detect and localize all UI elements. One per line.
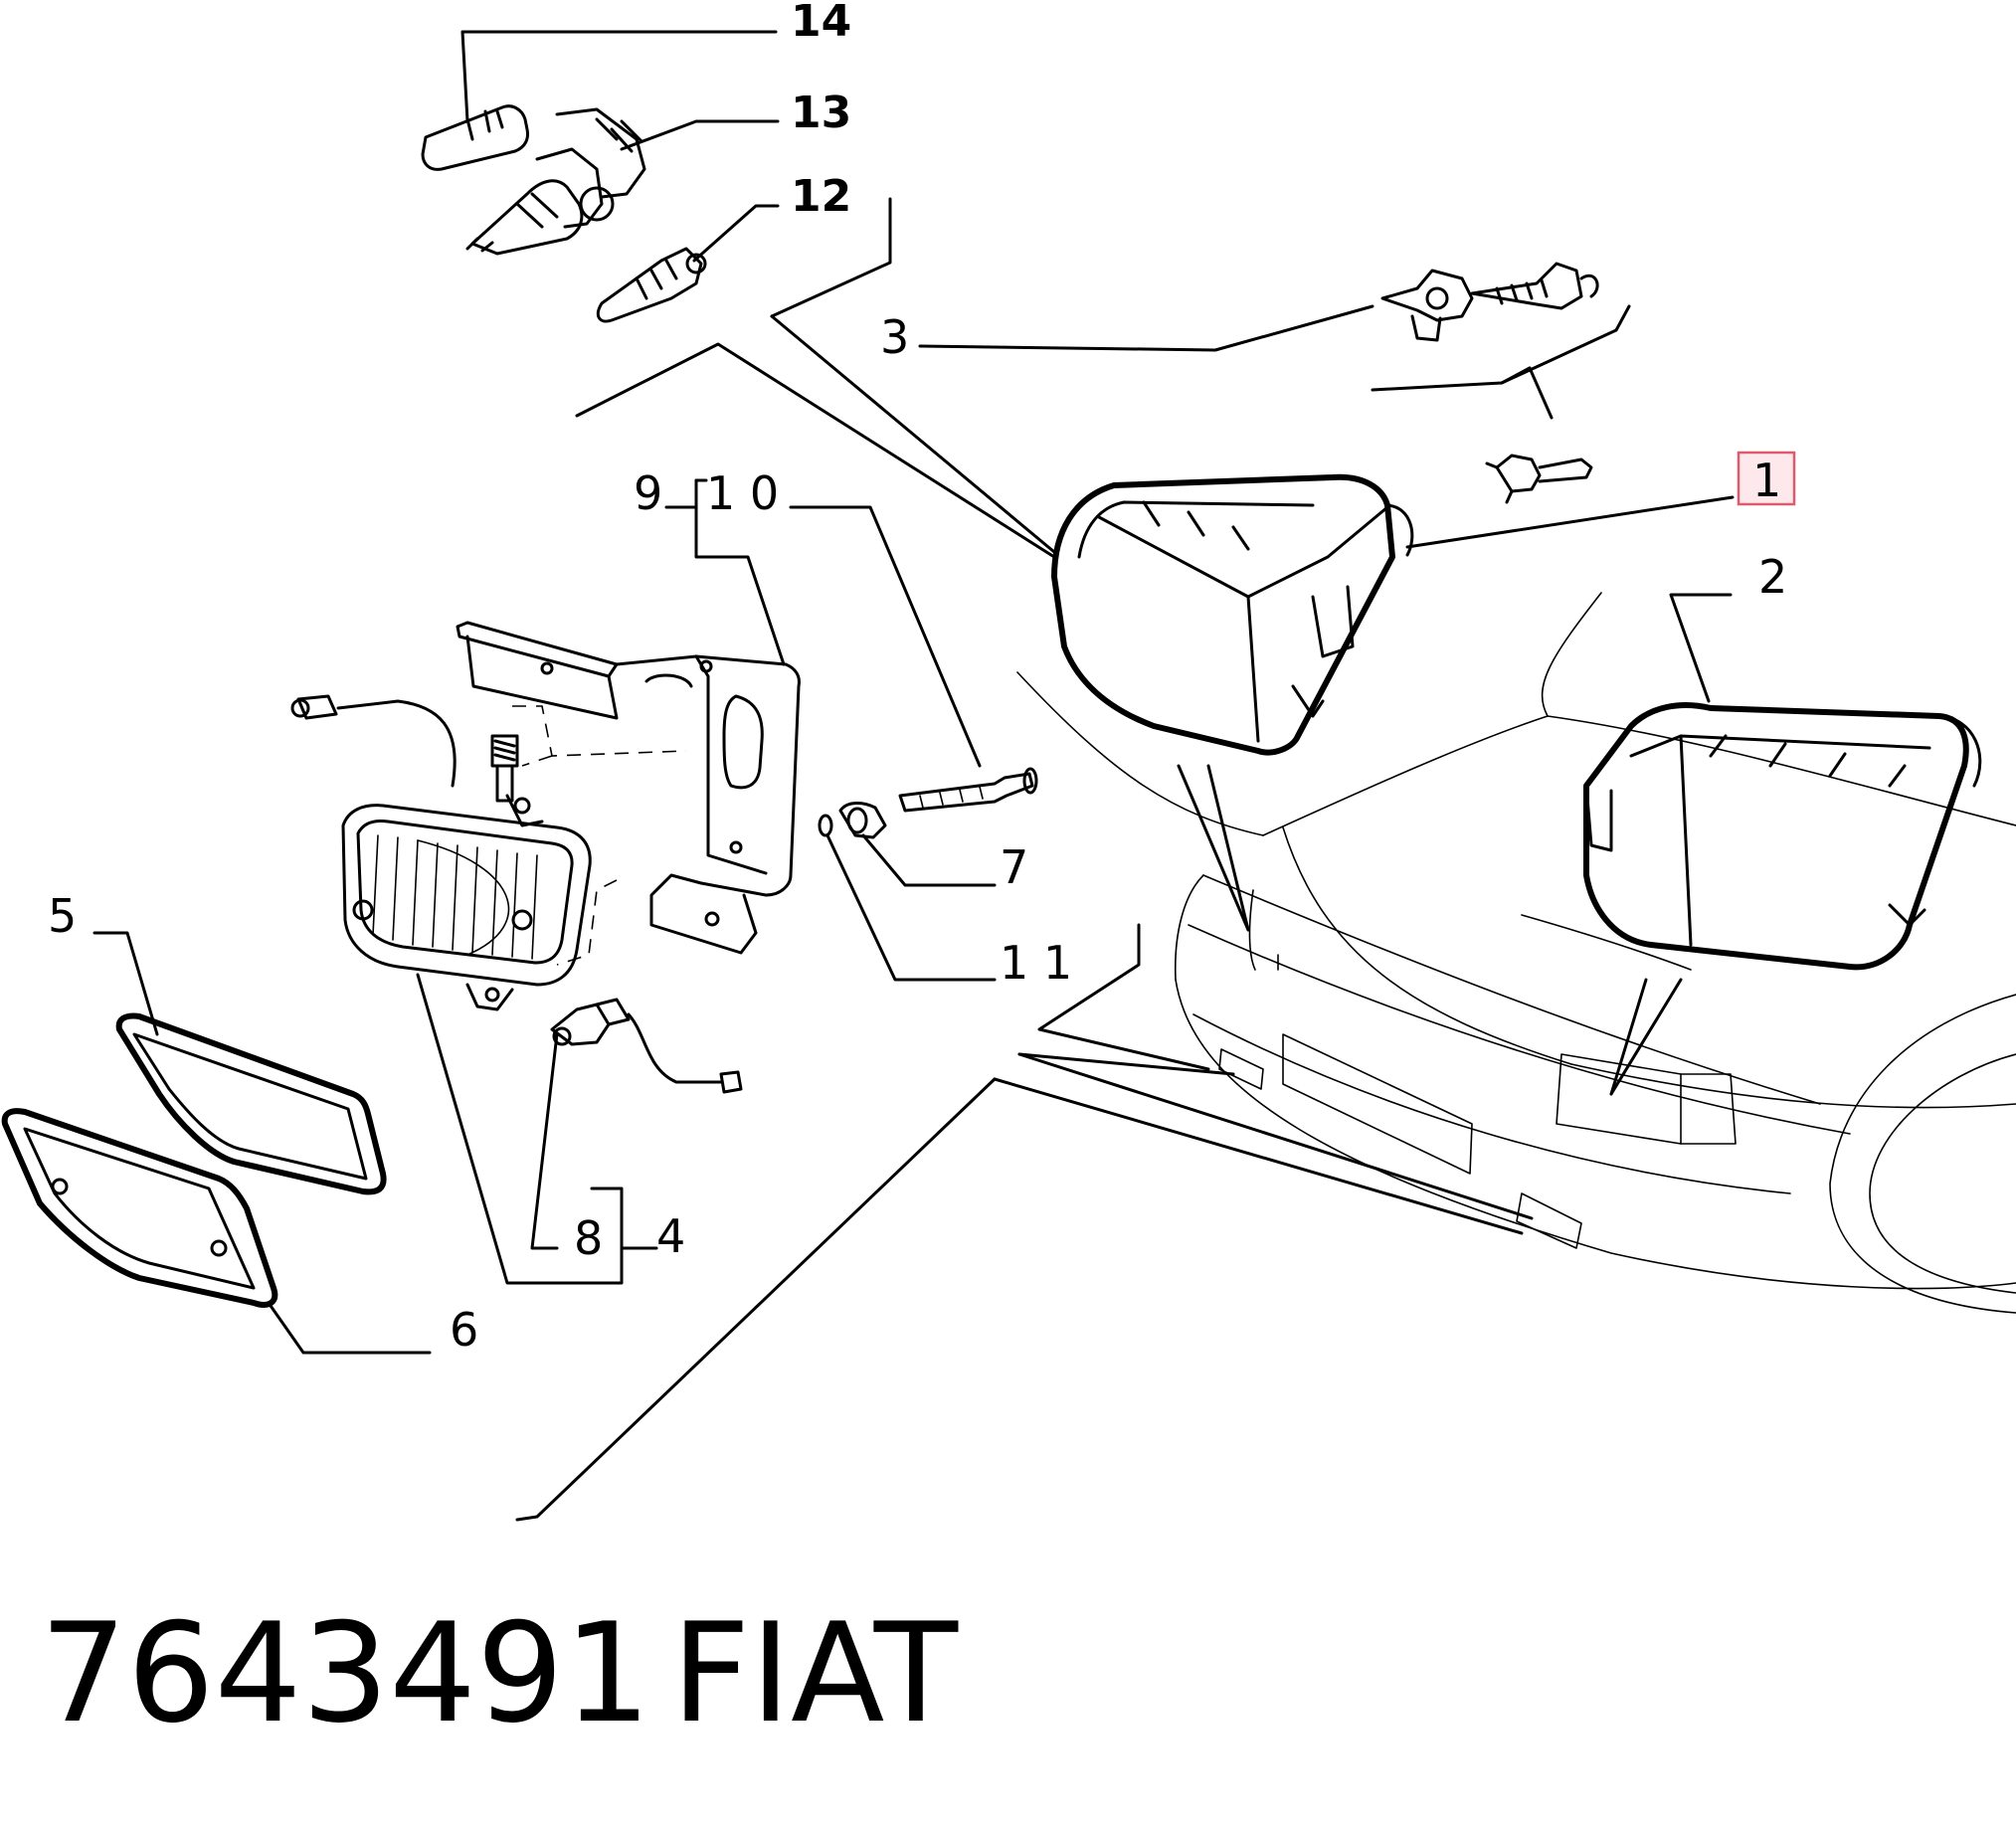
label-8: 8 — [574, 1211, 603, 1265]
label-6: 6 — [450, 1303, 478, 1357]
lens-5 — [115, 1012, 387, 1195]
headlamp-1 — [1051, 473, 1414, 756]
adjuster-3 — [1380, 262, 1599, 504]
label-10: 1 0 — [706, 466, 779, 520]
label-9: 9 — [634, 466, 662, 520]
part-number: 7643491 — [40, 1593, 651, 1753]
label-3: 3 — [880, 310, 909, 364]
bulb-14 — [421, 104, 529, 171]
label-7: 7 — [1000, 840, 1028, 894]
dashed-guides — [512, 705, 687, 966]
part-labels: 14 13 12 3 1 2 9 1 0 7 1 1 5 8 4 6 — [48, 0, 1787, 1357]
bulb-12 — [596, 247, 707, 323]
bolt-10 — [898, 767, 1038, 813]
footer: 7643491 FIAT — [40, 1593, 959, 1753]
brand-name: FIAT — [671, 1593, 959, 1753]
label-5: 5 — [48, 889, 77, 943]
bracket-9 — [456, 621, 801, 955]
nut-7 — [838, 802, 887, 839]
fog-lamp-6 — [290, 694, 592, 1011]
label-12: 12 — [791, 171, 851, 222]
headlamp-2 — [1583, 702, 1982, 971]
leader-lines — [92, 30, 1735, 1522]
label-14: 14 — [791, 0, 851, 47]
bulb-8 — [550, 998, 743, 1094]
label-1: 1 — [1752, 454, 1781, 507]
highlight-box — [1737, 451, 1796, 506]
car-body-outline — [1016, 592, 2016, 1314]
label-11: 1 1 — [1000, 936, 1072, 990]
label-2: 2 — [1758, 550, 1787, 604]
label-4: 4 — [656, 1209, 685, 1263]
label-13: 13 — [791, 88, 851, 138]
bulb-13 — [465, 107, 646, 256]
frame-6 — [1, 1108, 278, 1308]
washer-11 — [818, 814, 833, 837]
